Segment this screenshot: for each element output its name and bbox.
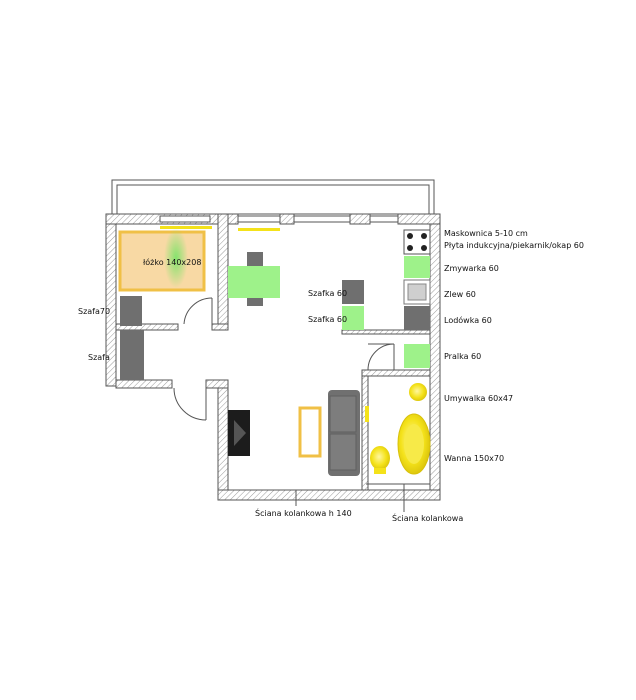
bed-label: łóżko 140x208 bbox=[143, 257, 201, 267]
dining-table bbox=[228, 252, 280, 306]
walls bbox=[105, 213, 441, 501]
fridge-label: Lodówka 60 bbox=[444, 315, 492, 325]
windows bbox=[159, 215, 399, 223]
hob-label: Płyta indukcyjna/piekarnik/okap 60 bbox=[444, 241, 584, 250]
bed bbox=[118, 228, 206, 292]
window-highlights bbox=[160, 226, 280, 231]
dishwasher-label: Zmywarka 60 bbox=[444, 264, 499, 273]
washer-label: Pralka 60 bbox=[444, 352, 481, 361]
knee-wall-label: Ściana kolankowa bbox=[392, 512, 463, 523]
fireplace bbox=[228, 410, 250, 456]
coffee-table bbox=[298, 406, 322, 458]
dishwasher bbox=[404, 256, 430, 278]
sofa bbox=[328, 390, 360, 476]
wardrobe-70-label: Szafa70 bbox=[78, 307, 110, 316]
kitchen-cabinets bbox=[342, 280, 364, 330]
masking-label: Maskownica 5-10 cm bbox=[444, 229, 528, 238]
knee-wall-140-label: Ściana kolankowa h 140 bbox=[255, 507, 352, 518]
washbasin bbox=[409, 383, 427, 401]
wardrobe bbox=[120, 330, 144, 380]
wardrobe-70 bbox=[120, 296, 142, 326]
washbasin-label: Umywalka 60x47 bbox=[444, 394, 513, 403]
door-bathroom[interactable] bbox=[367, 343, 395, 371]
towel-rail bbox=[365, 406, 369, 422]
sink-label: Zlew 60 bbox=[444, 290, 476, 299]
door-entrance[interactable] bbox=[173, 387, 207, 421]
door-bedroom[interactable] bbox=[183, 297, 213, 325]
bathtub bbox=[397, 413, 431, 475]
sink bbox=[403, 279, 431, 305]
cabinet-60-label-a: Szafka 60 bbox=[308, 289, 347, 298]
hob bbox=[403, 229, 431, 255]
bathtub-label: Wanna 150x70 bbox=[444, 454, 504, 463]
washer bbox=[404, 344, 430, 368]
wardrobe-label: Szafa bbox=[88, 353, 110, 362]
balcony bbox=[111, 179, 435, 215]
toilet bbox=[370, 446, 390, 474]
cabinet-60-label-b: Szafka 60 bbox=[308, 315, 347, 324]
fridge bbox=[404, 306, 430, 330]
